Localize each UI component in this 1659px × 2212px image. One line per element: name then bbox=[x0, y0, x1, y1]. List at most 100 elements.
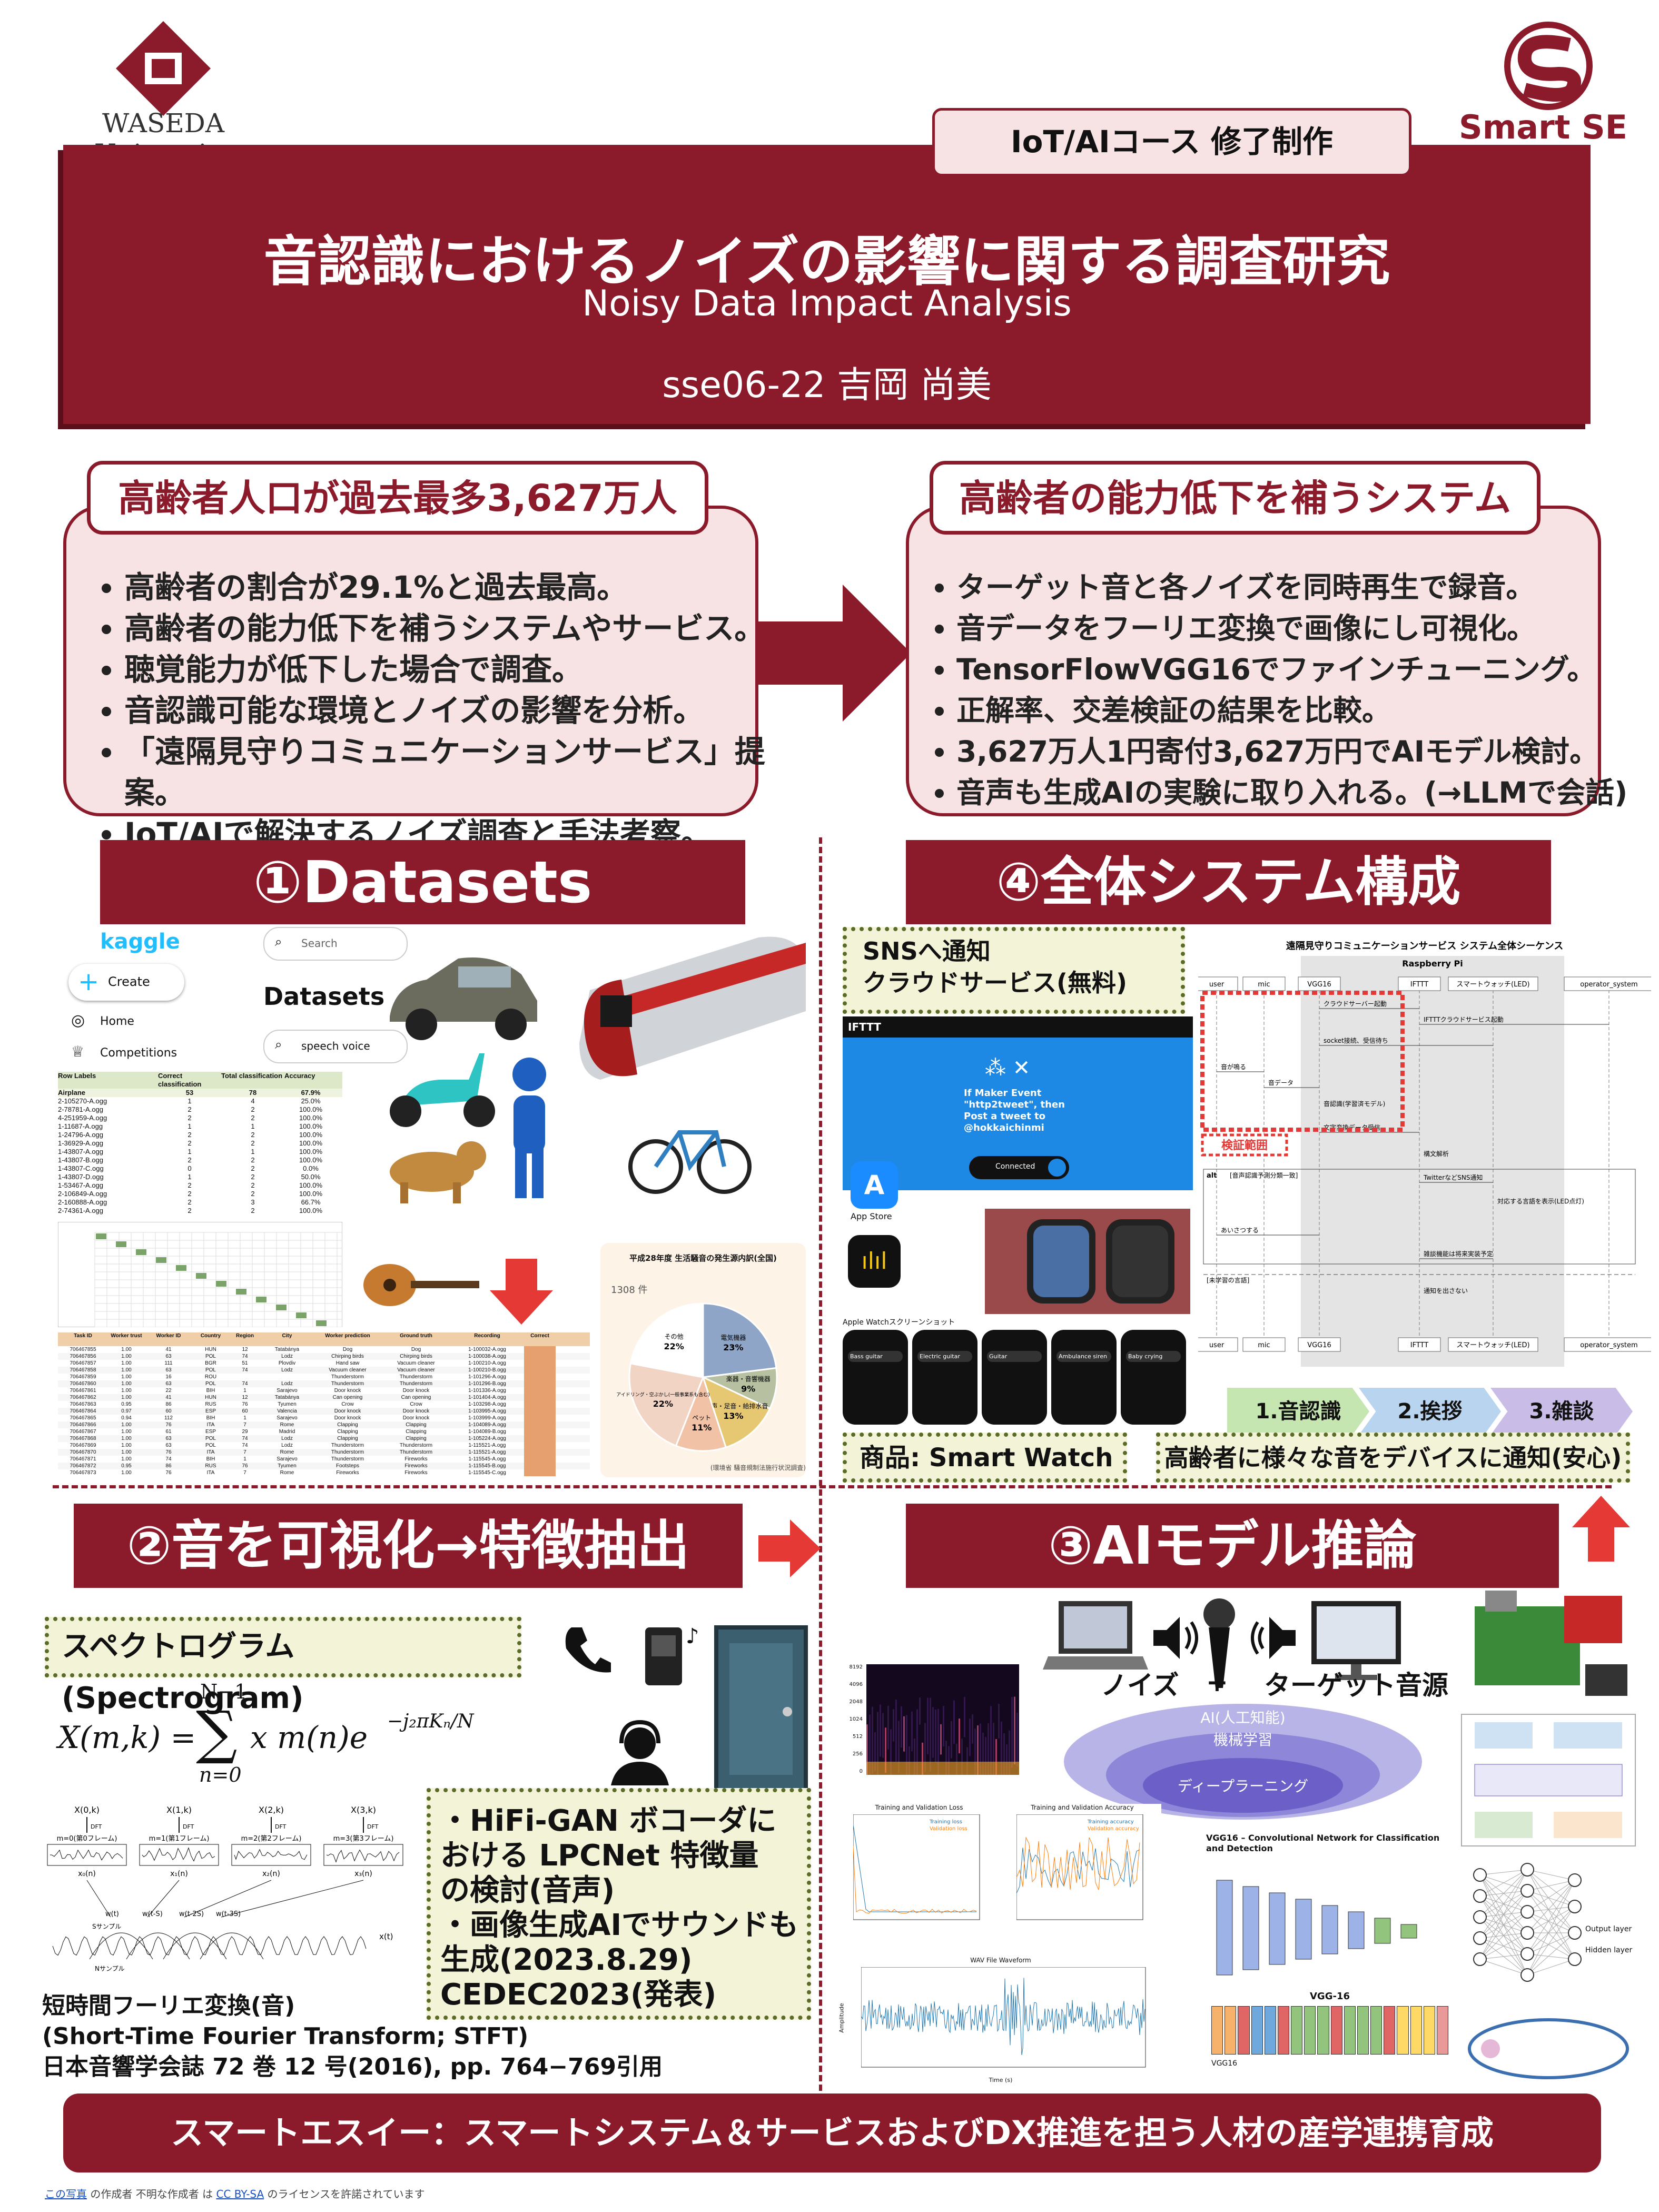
table-cell: 100.0% bbox=[284, 1156, 337, 1164]
frame-label: X(2,k) bbox=[259, 1805, 284, 1815]
vgg-block bbox=[1238, 2006, 1249, 2055]
window-label: w(t-S) bbox=[142, 1910, 163, 1918]
divider-vertical bbox=[819, 837, 822, 2091]
table-cell: 1-100038-A.ogg bbox=[450, 1353, 524, 1360]
note-line: ・画像生成AIでサウンドも bbox=[440, 1908, 807, 1943]
window-link bbox=[221, 1880, 363, 1917]
table-cell: 2 bbox=[158, 1198, 221, 1207]
spectrogram-label: スペクトログラム(Spectrogram) bbox=[45, 1617, 521, 1677]
table-cell: 2 bbox=[221, 1139, 284, 1148]
spec-band bbox=[951, 1721, 952, 1759]
table-cell: 1-101296-A.ogg bbox=[450, 1374, 524, 1380]
col-header: Correct bbox=[524, 1332, 556, 1346]
table-cell: 1.00 bbox=[108, 1435, 145, 1442]
table-cell: 2 bbox=[221, 1114, 284, 1122]
sns-note: SNSへ通知 クラウドサービス(無料) bbox=[843, 927, 1185, 1014]
col-header: City bbox=[261, 1332, 313, 1346]
seq-message-label: socket接続、受信待ち bbox=[1324, 1036, 1388, 1044]
table-row: 2-78781-A.ogg22100.0% bbox=[58, 1105, 342, 1114]
table-cell: Dog bbox=[382, 1346, 450, 1353]
table-cell bbox=[261, 1374, 313, 1380]
spec-band bbox=[972, 1714, 973, 1743]
nav-home[interactable]: Home bbox=[100, 1015, 134, 1028]
nn-node bbox=[1521, 1948, 1534, 1960]
waveform-line bbox=[861, 1978, 1145, 2055]
research-note: ・HiFi-GAN ボコーダに おける LPCNet 特徴量 の検討(音声) ・… bbox=[427, 1788, 811, 2020]
table-cell: 7 bbox=[229, 1449, 261, 1456]
grid-cell bbox=[236, 1289, 246, 1295]
table-cell: 1.00 bbox=[108, 1442, 145, 1449]
n-label: Nサンプル bbox=[95, 1965, 125, 1972]
vgg-block bbox=[1344, 2006, 1356, 2055]
table-cell: 2 bbox=[158, 1156, 221, 1164]
connected-toggle[interactable]: Connected bbox=[969, 1156, 1069, 1179]
spec-band bbox=[903, 1716, 905, 1752]
bullet: 音データをフーリエ変換で画像にし可視化。 bbox=[956, 608, 1641, 649]
actor-label: mic bbox=[1258, 981, 1270, 989]
page-subtitle: Noisy Data Impact Analysis bbox=[63, 283, 1591, 324]
table-cell: 706467859 bbox=[58, 1374, 108, 1380]
col-header: Ground truth bbox=[382, 1332, 450, 1346]
table-cell: Door knock bbox=[382, 1387, 450, 1394]
table-cell: 706467863 bbox=[58, 1401, 108, 1408]
credit-link[interactable]: この写真 bbox=[45, 2188, 87, 2200]
license-link[interactable]: CC BY-SA bbox=[216, 2188, 264, 2200]
scooter-icon bbox=[379, 1032, 500, 1132]
tick-label: 512 bbox=[853, 1734, 863, 1740]
vgg-block bbox=[1357, 2006, 1369, 2055]
formula-body: x m(n)e bbox=[250, 1720, 368, 1755]
table-cell: 706467861 bbox=[58, 1387, 108, 1394]
table-cell: 0.97 bbox=[108, 1408, 145, 1415]
table-cell: Door knock bbox=[313, 1415, 382, 1421]
train-icon bbox=[569, 927, 816, 1101]
table-cell: 51 bbox=[229, 1360, 261, 1367]
door-icon bbox=[706, 1622, 816, 1796]
table-row: 7064678691.0063POL74LodzThunderstormThun… bbox=[58, 1442, 590, 1449]
smartse-logo: Smart SE bbox=[1438, 21, 1648, 142]
table-row: 1-11687-A.ogg11100.0% bbox=[58, 1122, 342, 1131]
tick-label: 256 bbox=[853, 1751, 863, 1757]
table-cell: 74 bbox=[229, 1435, 261, 1442]
table-row: 2-160888-A.ogg2366.7% bbox=[58, 1198, 342, 1207]
table-cell: BIH bbox=[192, 1387, 229, 1394]
table-cell: POL bbox=[192, 1435, 229, 1442]
table-cell: ESP bbox=[192, 1408, 229, 1415]
table-cell: 706467855 bbox=[58, 1346, 108, 1353]
audio-app-icon[interactable]: ılıl bbox=[848, 1235, 901, 1288]
dft-label: DFT bbox=[91, 1823, 102, 1830]
pie-source: (環境省 騒音規制法施行状況調査) bbox=[600, 1463, 806, 1472]
pie-title: 平成28年度 生活騒音の発生源内訳(全国) bbox=[600, 1252, 806, 1263]
table-cell: 1.00 bbox=[108, 1421, 145, 1428]
table-cell: Rome bbox=[261, 1421, 313, 1428]
create-button[interactable]: + Create bbox=[68, 964, 184, 1001]
vgg-blocks bbox=[1211, 2004, 1448, 2057]
table-cell: 53 bbox=[158, 1089, 221, 1097]
table-cell: BGR bbox=[192, 1360, 229, 1367]
vgg-block bbox=[1410, 2006, 1422, 2055]
vgg-layer bbox=[1401, 1924, 1417, 1938]
app-store-icon[interactable]: A bbox=[851, 1161, 898, 1209]
table-row: 2-74361-A.ogg22100.0% bbox=[58, 1207, 342, 1215]
noise-label: ノイズ bbox=[1101, 1664, 1179, 1702]
stft-diagram: X(0,k)DFTm=0(第0フレーム)x₀(n)X(1,k)DFTm=1(第1… bbox=[42, 1801, 421, 1975]
neural-network-diagram bbox=[1459, 1849, 1638, 2091]
table-cell: 100.0% bbox=[284, 1190, 337, 1198]
create-label: Create bbox=[108, 974, 150, 989]
table-cell: 1-105224-A.ogg bbox=[450, 1435, 524, 1442]
target-label: ターゲット音源 bbox=[1264, 1664, 1448, 1702]
table-cell: Tatabánya bbox=[261, 1394, 313, 1401]
vgg-title: VGG16 – Convolutional Network for Classi… bbox=[1206, 1833, 1454, 1854]
table-cell: 706467866 bbox=[58, 1421, 108, 1428]
vgg-block bbox=[1331, 2006, 1342, 2055]
actor-label: user bbox=[1209, 981, 1224, 989]
table-cell: 1-103995-A.ogg bbox=[450, 1408, 524, 1415]
spec-band bbox=[882, 1713, 884, 1758]
table-row: 1-43807-A.ogg11100.0% bbox=[58, 1148, 342, 1156]
loss-plot bbox=[853, 1814, 995, 1935]
table-cell: HUN bbox=[192, 1346, 229, 1353]
table-cell bbox=[524, 1374, 556, 1380]
table-cell: POL bbox=[192, 1367, 229, 1374]
nav-competitions[interactable]: Competitions bbox=[100, 1046, 177, 1060]
actor-label: スマートウォッチ(LED) bbox=[1456, 981, 1529, 989]
table-cell: 2 bbox=[158, 1181, 221, 1190]
